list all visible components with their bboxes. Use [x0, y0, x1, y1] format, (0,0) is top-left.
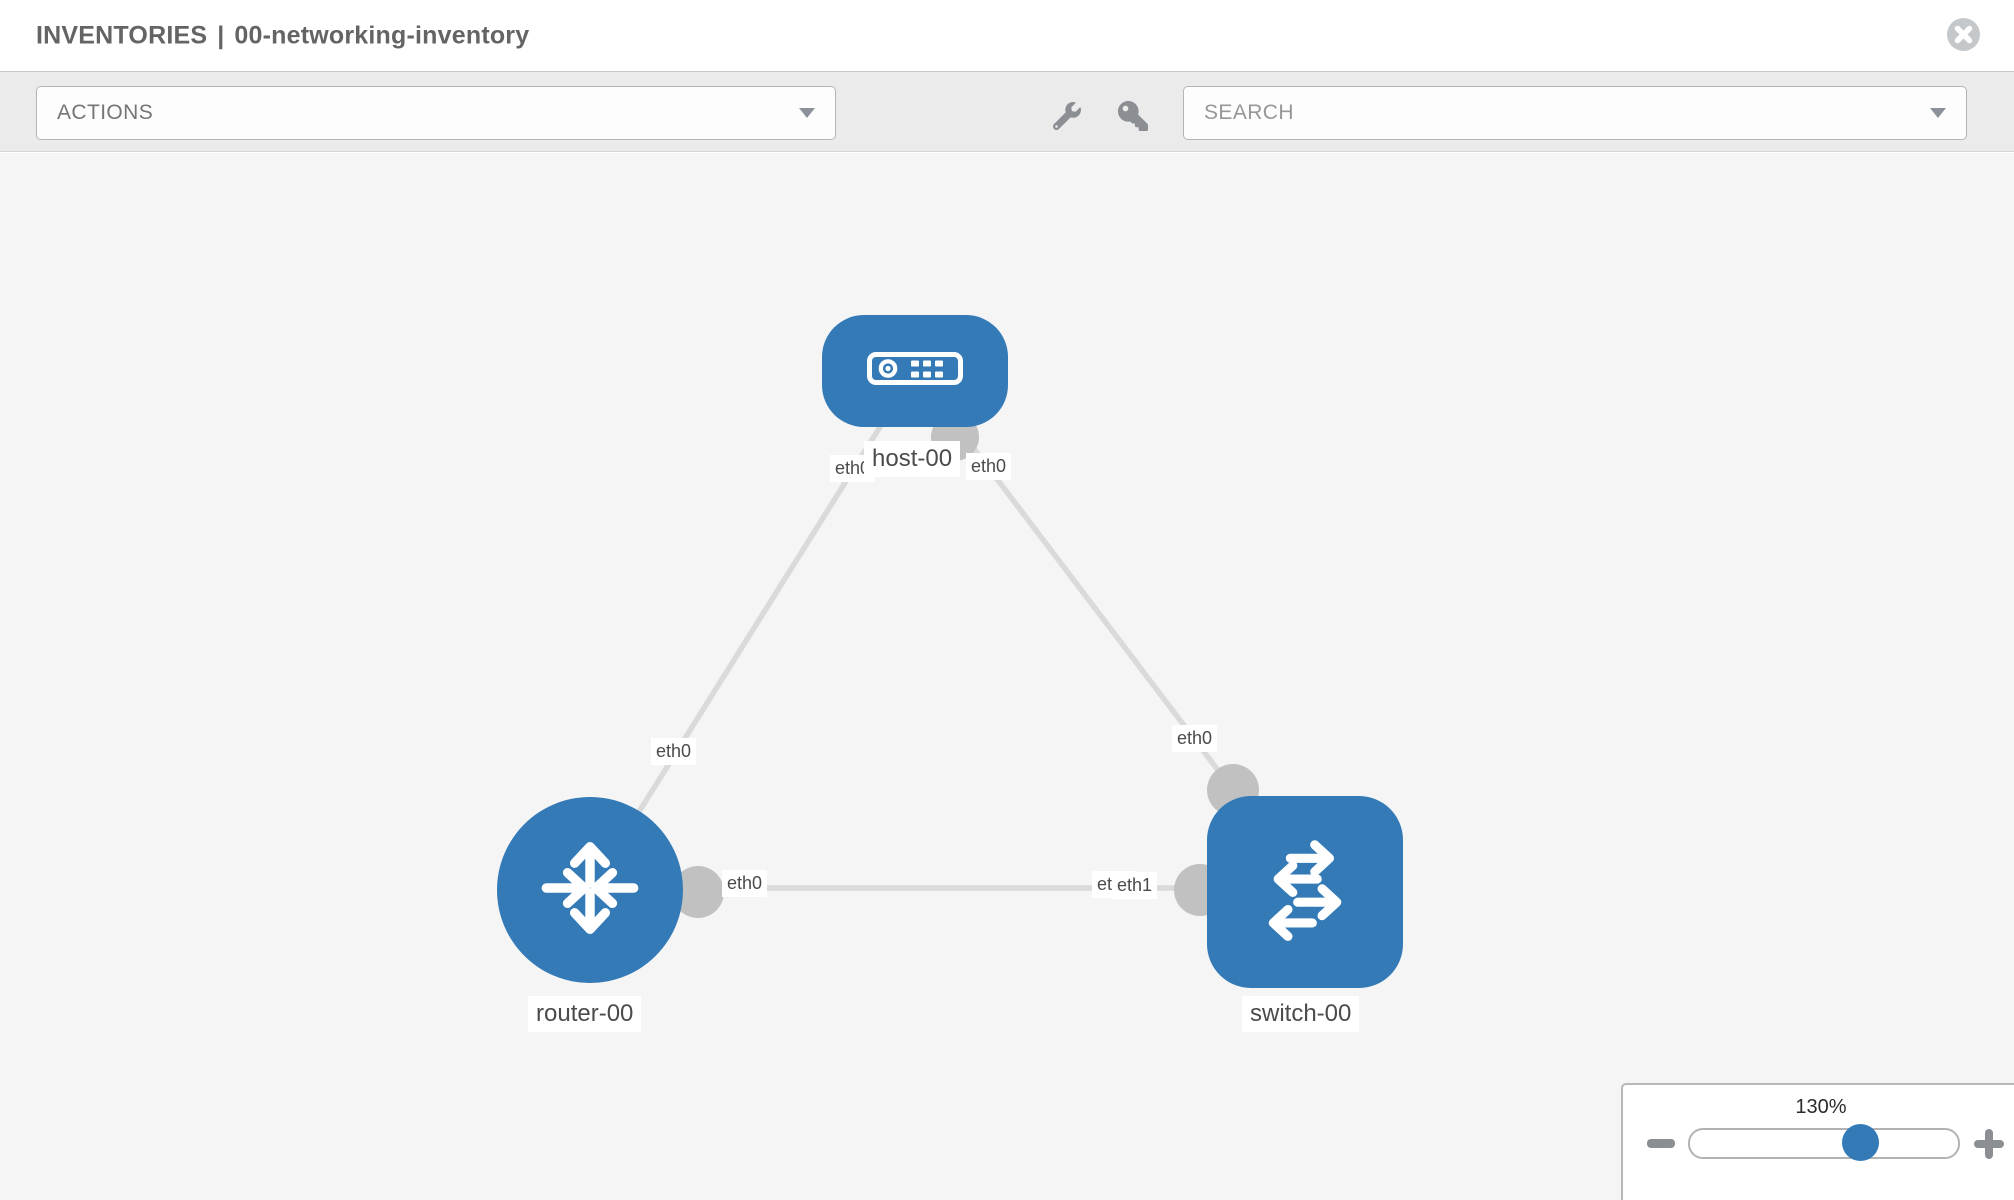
switch-icon	[1244, 829, 1366, 956]
close-button[interactable]	[1947, 18, 1980, 51]
host-icon	[867, 352, 963, 390]
interface-label: eth0	[966, 453, 1012, 480]
node-label-host[interactable]: host-00	[864, 441, 961, 477]
node-switch-00[interactable]	[1207, 796, 1403, 988]
node-label-router[interactable]: router-00	[528, 996, 642, 1032]
configure-button[interactable]	[1044, 94, 1090, 140]
node-label-switch[interactable]: switch-00	[1242, 996, 1360, 1032]
zoom-out-button[interactable]	[1647, 1139, 1675, 1148]
topology-canvas[interactable]: eth0 eth0 eth0 eth0 eth0 eth0 eth1 host-…	[0, 153, 2014, 1200]
zoom-slider-track[interactable]	[1688, 1124, 1960, 1161]
actions-dropdown[interactable]: ACTIONS	[36, 86, 836, 140]
page-title-section: INVENTORIES	[36, 21, 208, 49]
actions-dropdown-label: ACTIONS	[57, 101, 154, 124]
page-title: INVENTORIES | 00-networking-inventory	[36, 21, 529, 50]
search-dropdown[interactable]: SEARCH	[1183, 86, 1967, 140]
interface-label: eth0	[722, 870, 768, 897]
close-icon	[1947, 18, 1980, 54]
chevron-down-icon	[799, 108, 815, 118]
header: INVENTORIES | 00-networking-inventory	[0, 0, 2014, 71]
page-title-inventory-name: 00-networking-inventory	[234, 21, 530, 49]
zoom-in-button[interactable]	[1974, 1128, 2004, 1159]
page-title-separator: |	[217, 21, 225, 49]
zoom-slider-thumb[interactable]	[1842, 1124, 1879, 1161]
endpoint-router	[672, 866, 724, 918]
toolbar: ACTIONS SEARCH	[0, 71, 2014, 152]
interface-label: eth0	[1172, 725, 1218, 752]
node-router-00[interactable]	[497, 797, 683, 983]
topology-links-layer	[587, 369, 1259, 918]
interface-label: eth0	[651, 738, 697, 765]
node-host-00[interactable]	[822, 315, 1008, 427]
interface-label: eth1	[1112, 872, 1158, 899]
zoom-control-panel: 130%	[1621, 1083, 2014, 1200]
zoom-level-value: 130%	[1795, 1096, 1847, 1118]
key-icon	[1118, 100, 1148, 134]
credentials-button[interactable]	[1110, 94, 1156, 140]
wrench-icon	[1052, 101, 1081, 133]
router-icon	[531, 829, 649, 952]
search-placeholder: SEARCH	[1204, 101, 1294, 124]
chevron-down-icon	[1930, 108, 1946, 118]
